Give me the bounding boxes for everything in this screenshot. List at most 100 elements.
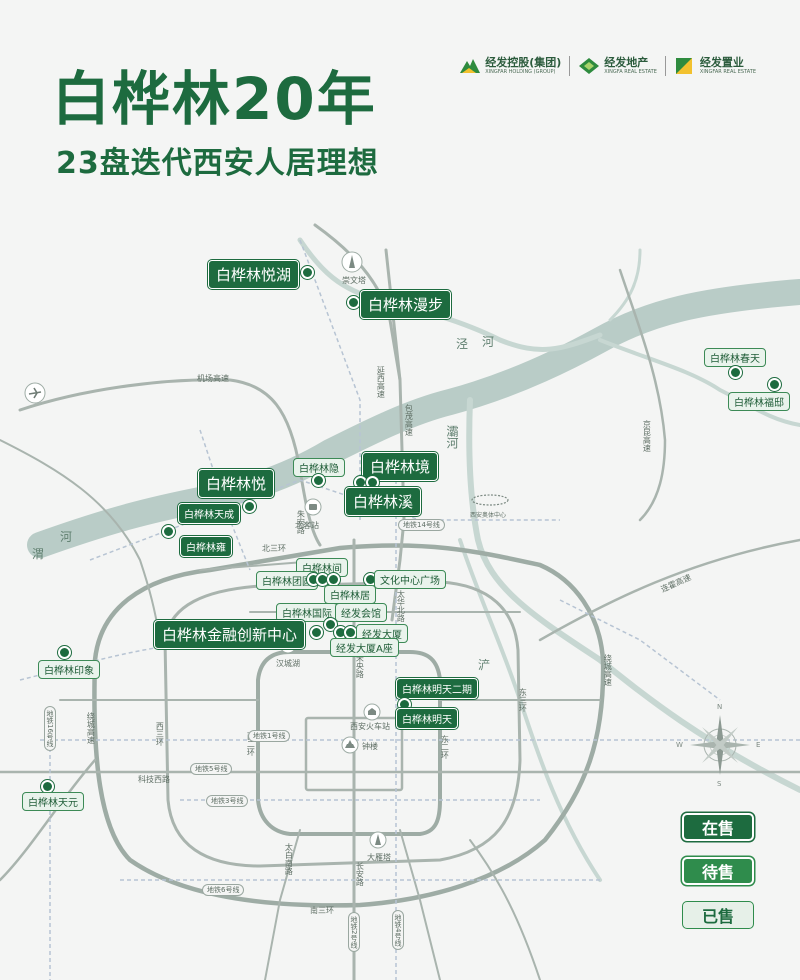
logo-name: 经发地产: [604, 56, 649, 69]
project-jinrong-marker[interactable]: [310, 626, 323, 639]
project-yuehu[interactable]: 白桦林悦湖: [208, 260, 300, 289]
south-radial-1: [264, 829, 301, 980]
project-xi[interactable]: 白桦林溪: [345, 487, 422, 516]
train-station-icon: [304, 498, 322, 516]
label-taibai: 太白南路: [284, 843, 294, 875]
project-yue-marker[interactable]: [243, 500, 256, 513]
project-mingtian2[interactable]: 白桦林明天二期: [396, 678, 478, 699]
label-w3ring: 西三环: [155, 722, 165, 746]
sw-radial: [0, 758, 97, 882]
label-raocheng-w: 绕城高速: [86, 712, 96, 744]
project-yinxiang-marker[interactable]: [58, 646, 71, 659]
pagoda-icon: [341, 251, 363, 273]
west-road: [0, 439, 161, 641]
metro-l4-label: 地铁4号线: [392, 910, 404, 951]
label-baomao-hw: 包茂高速: [404, 404, 414, 436]
label-zhonglou: 钟楼: [362, 742, 378, 751]
airport-icon: [24, 382, 46, 404]
label-changan: 长安路: [355, 862, 365, 886]
logo-xingfa-estate: 经发地产 XINGFA REAL ESTATE: [578, 57, 657, 75]
project-tiancheng[interactable]: 白桦林天成: [178, 503, 240, 524]
project-yin-marker[interactable]: [312, 474, 325, 487]
project-jinrong[interactable]: 白桦林金融创新中心: [154, 620, 306, 649]
compass-w: W: [676, 741, 683, 749]
lianhuo-expressway: [538, 538, 800, 642]
ne-tributary: [598, 338, 800, 427]
page-title: 白桦林20年: [52, 65, 377, 133]
project-manbu-marker[interactable]: [347, 296, 360, 309]
project-chuntian-marker[interactable]: [729, 366, 742, 379]
logo-xingfar-zhiye: 经发置业 XINGFAR REAL ESTATE: [674, 57, 756, 75]
logo-en: XINGFAR HOLDING (GROUP): [485, 69, 556, 75]
logo-en: XINGFAR REAL ESTATE: [699, 69, 756, 75]
compass-rose-icon: [690, 715, 750, 775]
compass-n: N: [717, 703, 723, 711]
jingkun-expressway: [618, 268, 667, 522]
project-yuehu-marker[interactable]: [301, 266, 314, 279]
project-huiguan[interactable]: 经发会馆: [335, 603, 387, 622]
project-ju[interactable]: 白桦林居: [324, 585, 376, 604]
project-yong-marker[interactable]: [162, 525, 175, 538]
chan-river-label: 浐: [478, 658, 491, 672]
project-dasha-a[interactable]: 经发大厦A座: [330, 638, 399, 657]
ba-river-label: 灞河: [445, 425, 459, 449]
project-guoji-marker[interactable]: [324, 618, 337, 631]
label-jingkun-hw: 京昆高速: [642, 420, 652, 452]
label-raocheng-e: 绕城高速: [603, 654, 613, 686]
label-airport-hw: 机场高速: [197, 374, 229, 383]
xingfar-holding-logo-icon: [460, 59, 481, 73]
project-fudi-marker[interactable]: [768, 378, 781, 391]
jing-river-label-2: 河: [482, 335, 495, 349]
legend-sold[interactable]: 已售: [682, 901, 754, 929]
xingfa-diamond-logo-icon: [579, 58, 600, 74]
metro-l2-label: 地铁2号线: [348, 912, 360, 953]
logo-divider: [664, 56, 666, 76]
project-mingtian[interactable]: 白桦林明天: [396, 708, 458, 729]
north-tributary: [608, 248, 642, 322]
dayanta-icon: [369, 831, 387, 849]
label-dayanta: 大雁塔: [367, 853, 391, 862]
label-olympic: 西安奥体中心: [470, 512, 507, 519]
metro-l3-label: 地铁3号线: [206, 795, 249, 807]
project-tianyuan[interactable]: 白桦林天元: [22, 792, 84, 811]
xingfar-square-logo-icon: [675, 58, 692, 74]
project-yong[interactable]: 白桦林雍: [180, 536, 232, 557]
metro-l5-label: 地铁5号线: [190, 763, 233, 775]
logo-en: XINGFA REAL ESTATE: [604, 69, 657, 75]
project-manbu[interactable]: 白桦林漫步: [360, 290, 452, 319]
south-radial-3: [469, 839, 541, 980]
label-n3ring: 北三环: [262, 544, 286, 553]
legend-upcoming[interactable]: 待售: [682, 857, 754, 885]
south-radial-2: [399, 829, 441, 980]
logo-xingfar-holding: 经发控股(集团) XINGFAR HOLDING (GROUP): [459, 57, 561, 75]
logo-divider: [569, 56, 571, 76]
project-yinxiang[interactable]: 白桦林印象: [38, 660, 100, 679]
project-yue[interactable]: 白桦林悦: [198, 469, 275, 498]
legend-on-sale[interactable]: 在售: [682, 813, 754, 841]
jing-river-label-1: 泾: [456, 337, 469, 351]
label-zhuhong: 朱宏路: [296, 510, 306, 534]
metro-l14-label: 地铁14号线: [398, 519, 445, 531]
label-s3ring: 南三环: [310, 906, 334, 915]
wei-river-label-2: 河: [60, 530, 73, 544]
project-fudi[interactable]: 白桦林福邸: [728, 392, 790, 411]
label-jingwenge: 崇文塔: [342, 276, 366, 285]
label-hancheng: 汉城湖: [276, 659, 300, 668]
stadium-icon: [471, 494, 509, 506]
compass-s: S: [717, 780, 722, 788]
logo-name: 经发控股(集团): [485, 56, 562, 69]
metro-l6-label: 地铁6号线: [202, 884, 245, 896]
metro-l1-label: 地铁1号线: [248, 730, 291, 742]
label-beikezhan: 北客站: [295, 521, 319, 530]
bell-tower-icon: [341, 736, 359, 754]
project-wenhua[interactable]: 文化中心广场: [374, 570, 446, 589]
label-w2ring: 西二环: [246, 732, 256, 756]
brand-logos: 经发控股(集团) XINGFAR HOLDING (GROUP) 经发地产 XI…: [459, 56, 756, 76]
label-e2ring: 东二环: [440, 735, 450, 759]
label-xiyan-hw: 延西高速: [376, 366, 386, 398]
project-chuntian[interactable]: 白桦林春天: [704, 348, 766, 367]
airport-expressway: [18, 378, 322, 547]
logo-name: 经发置业: [699, 56, 744, 69]
compass-e: E: [756, 741, 761, 749]
